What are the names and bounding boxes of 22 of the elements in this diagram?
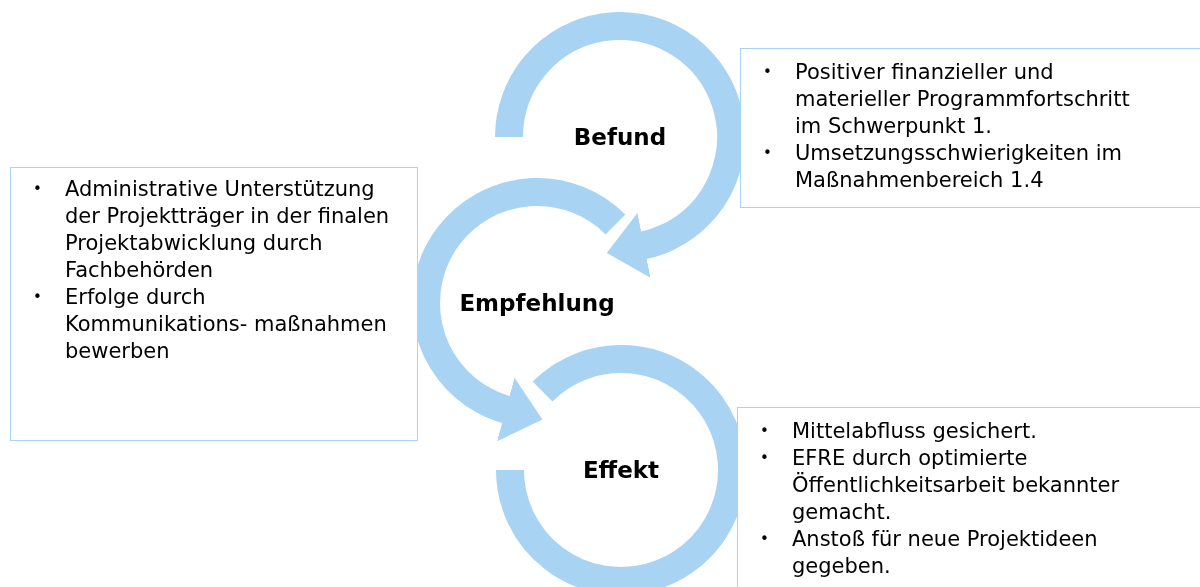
bullet-text: Anstoß für neue Projektideen gegeben. <box>792 526 1099 580</box>
bullet-text: Erfolge durch Kommunikations- maßnahmen bewerben <box>65 284 388 365</box>
stage-label: Empfehlung <box>459 288 615 318</box>
arrow <box>474 377 543 441</box>
bullet: • <box>33 179 43 200</box>
bullet-text: Umsetzungsschwierigkeiten im Maßnahmenbereich 1.4 <box>795 140 1123 194</box>
bullet: • <box>763 62 773 83</box>
stage-label: Befund <box>573 122 667 152</box>
text-box <box>10 167 418 441</box>
text-box <box>740 48 1200 208</box>
text-box <box>737 407 1200 587</box>
stage-label: Effekt <box>582 455 660 485</box>
bullet: • <box>763 143 773 164</box>
bullet: • <box>760 448 770 469</box>
arrow <box>606 213 676 278</box>
bullet-text: Mittelabfluss gesichert. <box>792 418 1038 445</box>
bullet-text: EFRE durch optimierte Öffentlichkeitsarbeit bekannter gemacht. <box>792 445 1121 526</box>
bullet-text: Positiver finanzieller und materieller Programmfortschritt im Schwerpunkt 1. <box>795 59 1131 140</box>
bullet: • <box>33 287 43 308</box>
bullet-text: Administrative Unterstützung der Projektträger in der finalen Projektabwicklung durch Fachbehörden <box>65 176 391 284</box>
bullet: • <box>760 421 770 442</box>
bullet: • <box>760 529 770 550</box>
